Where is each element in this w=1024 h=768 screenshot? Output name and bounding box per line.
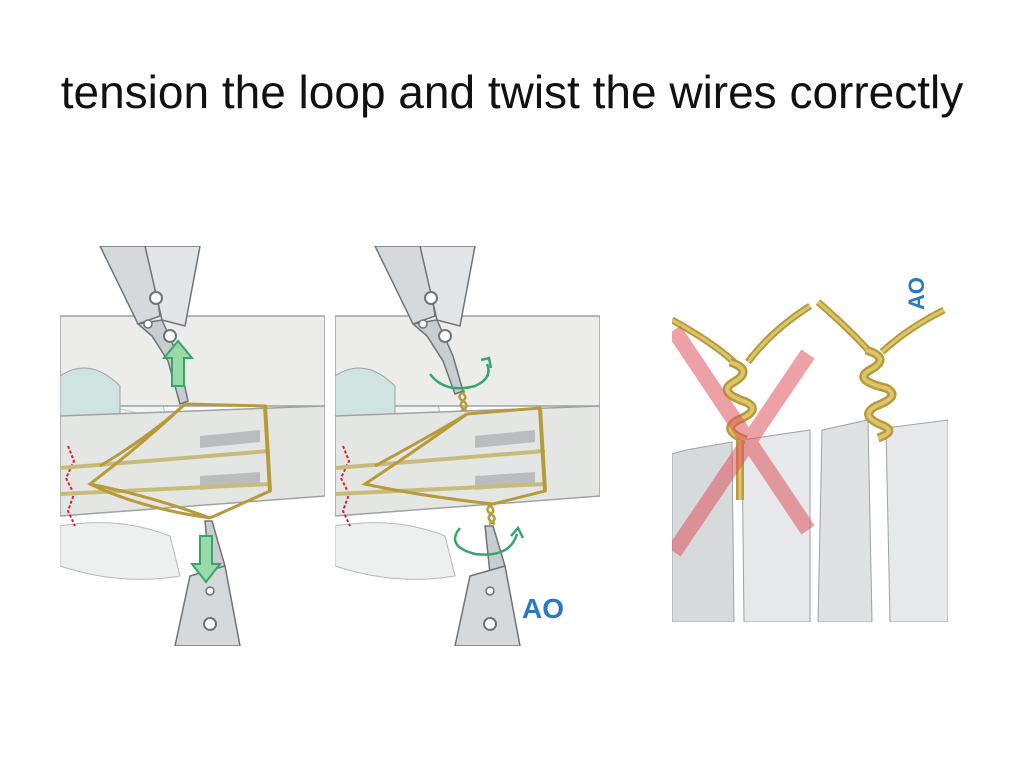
figure-twist-wires: AO	[335, 246, 600, 646]
ao-logo-vertical: AO	[904, 277, 929, 310]
red-x-icon	[672, 325, 815, 557]
arrow-down-icon	[189, 535, 223, 584]
incorrect-twist	[672, 303, 815, 622]
k-wire	[335, 482, 546, 496]
ao-logo: AO	[522, 593, 564, 624]
twist-comparison-illustration: AO	[672, 270, 948, 622]
wire-twist-bottom	[486, 502, 496, 526]
k-wire	[335, 449, 546, 470]
arrow-up-icon	[161, 339, 195, 387]
wire-loop	[361, 406, 547, 506]
figure-twist-comparison: AO	[672, 270, 948, 622]
rotate-arrow-icon	[429, 356, 493, 390]
pliers-top	[374, 246, 476, 395]
k-wire	[60, 482, 271, 496]
wire-twist-top	[458, 389, 468, 413]
pliers-top	[99, 246, 201, 405]
wire-loop	[87, 402, 272, 520]
pliers-bottom	[454, 525, 521, 646]
correct-twist: AO	[815, 277, 948, 622]
k-wire	[60, 449, 271, 470]
slide-title: tension the loop and twist the wires cor…	[60, 65, 964, 118]
twist-wires-illustration: AO	[335, 246, 600, 646]
tension-loop-illustration	[60, 246, 325, 646]
figure-tension-loop	[60, 246, 325, 646]
rotate-arrow-icon	[453, 525, 525, 556]
